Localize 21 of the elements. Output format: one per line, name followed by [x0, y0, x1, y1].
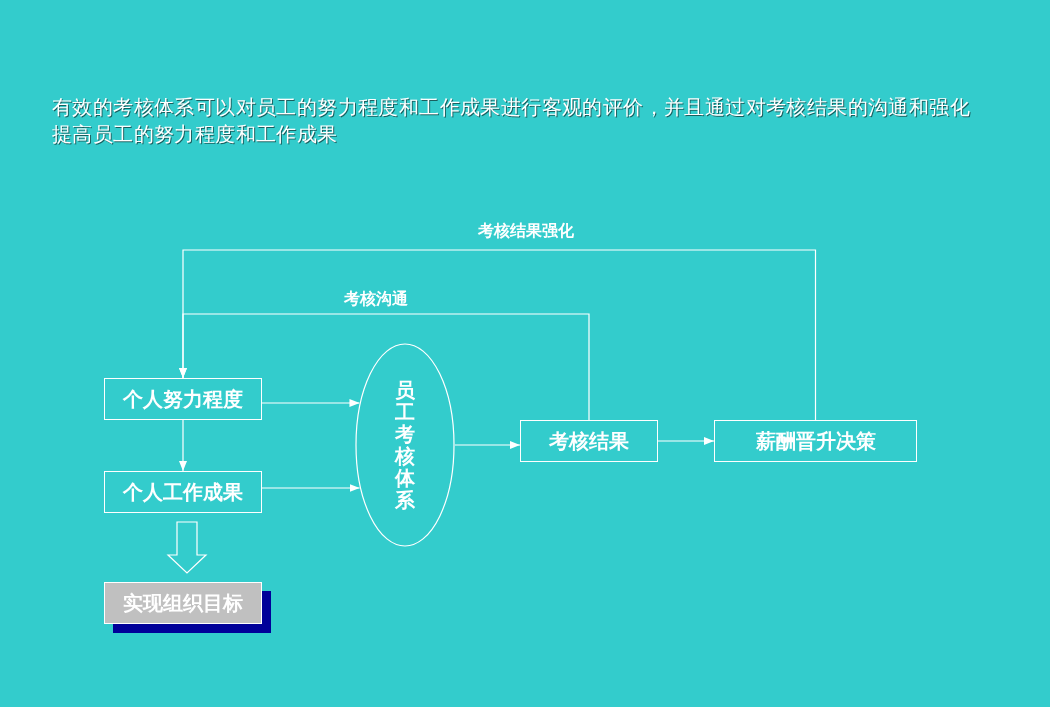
title: 有效的考核体系可以对员工的努力程度和工作成果进行客观的评价，并且通过对考核结果的沟通和强化提高员工的努力程度和工作成果 — [52, 94, 971, 148]
ellipse-node — [355, 343, 455, 547]
edge-label: 考核结果强化 — [478, 221, 574, 242]
node-label: 个人努力程度 — [123, 385, 243, 413]
node-label: 薪酬晋升决策 — [755, 427, 876, 455]
node-label: 个人工作成果 — [123, 478, 243, 506]
arrow — [261, 399, 361, 407]
arrow — [179, 249, 817, 421]
process-box — [104, 378, 262, 420]
node-label: 考核结果 — [549, 427, 629, 455]
node-label: 实现组织目标 — [123, 589, 243, 617]
arrow — [657, 437, 715, 445]
arrow — [261, 484, 361, 492]
process-box — [714, 420, 917, 462]
process-box — [520, 420, 658, 462]
edge-label: 考核沟通 — [344, 289, 408, 310]
process-box — [104, 471, 262, 513]
arrow — [454, 441, 521, 449]
arrow — [179, 419, 187, 472]
node-label: 员工考核体系 — [395, 379, 415, 511]
block-arrow — [166, 521, 208, 574]
